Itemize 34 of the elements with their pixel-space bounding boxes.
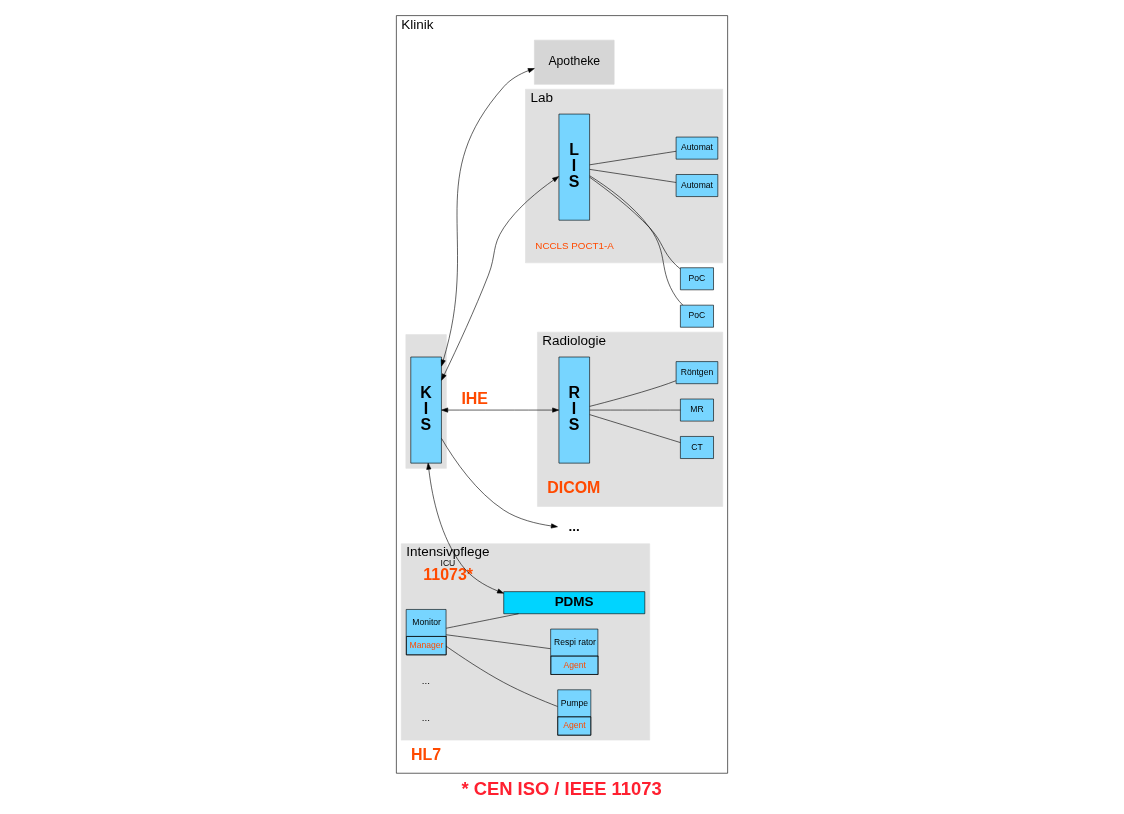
label: HL7	[411, 745, 442, 763]
label: NCCLS POCT1-A	[535, 240, 614, 252]
connector	[589, 380, 677, 407]
connector	[589, 176, 681, 270]
connector	[589, 414, 681, 443]
node-box: Röntgen	[675, 361, 719, 384]
connector	[445, 645, 558, 707]
connector	[589, 169, 677, 183]
node-box: PoC	[680, 304, 714, 328]
arrow	[441, 176, 559, 381]
caption: * CEN ISO / IEEE 11073	[461, 777, 662, 799]
node-box: L I S	[558, 113, 590, 221]
edge-label: IHE	[461, 390, 488, 408]
node-box: Automat	[675, 136, 719, 160]
arrow	[441, 407, 560, 413]
label: ...	[421, 711, 430, 723]
node-box: MR	[680, 398, 714, 422]
connector	[589, 151, 677, 166]
node-box: CT	[680, 436, 714, 459]
arrow	[441, 438, 558, 529]
arrow	[426, 462, 504, 594]
node-box: K I S	[410, 356, 442, 464]
node-box: R I S	[558, 356, 590, 464]
node-box: Automat	[675, 174, 719, 197]
label: DICOM	[547, 479, 601, 497]
label: ...	[421, 674, 430, 686]
connector	[445, 634, 551, 649]
connector	[445, 613, 519, 629]
node-box: PDMS	[503, 591, 646, 615]
node-box: PoC	[680, 267, 714, 291]
arrow	[440, 68, 535, 367]
node-text: ...	[568, 518, 580, 534]
connector	[589, 175, 684, 306]
node-box: Apotheke	[534, 39, 615, 85]
